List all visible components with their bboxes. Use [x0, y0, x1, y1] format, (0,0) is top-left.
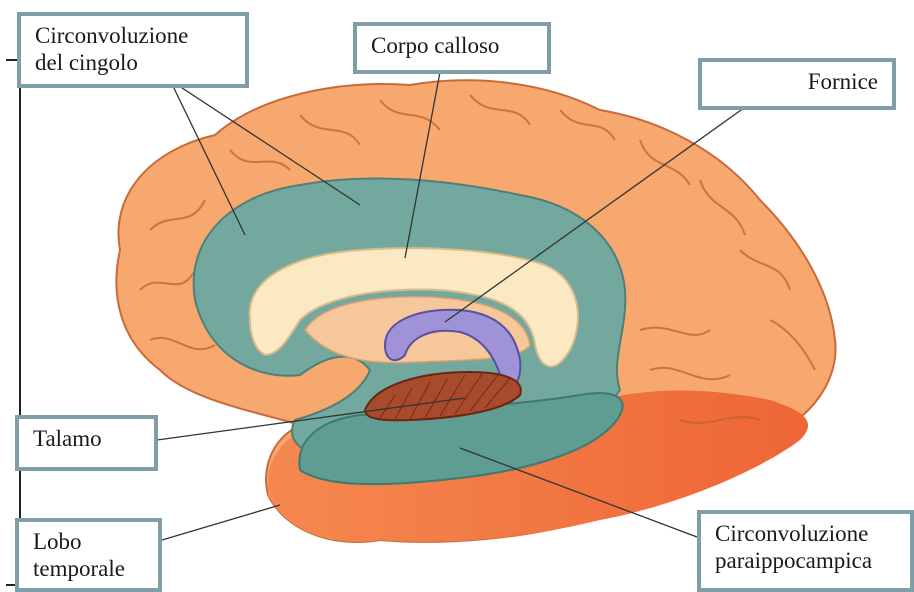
label-corpo-calloso-text: Corpo calloso [371, 32, 533, 59]
label-cingolo-line1: Circonvoluzione [35, 22, 231, 49]
label-paraippocampica-line1: Circonvoluzione [715, 520, 896, 547]
label-circonvoluzione-paraippocampica: Circonvoluzione paraippocampica [697, 510, 914, 592]
label-fornice-text: Fornice [716, 68, 878, 95]
left-frame-line [6, 60, 20, 585]
label-paraippocampica-line2: paraippocampica [715, 547, 896, 574]
label-lobo-line2: temporale [33, 555, 144, 582]
label-cingolo-line2: del cingolo [35, 49, 231, 76]
label-lobo-line1: Lobo [33, 528, 144, 555]
label-circonvoluzione-cingolo: Circonvoluzione del cingolo [17, 12, 249, 88]
leader-lobo-temporale [162, 505, 280, 540]
label-talamo: Talamo [15, 415, 158, 471]
label-lobo-temporale: Lobo temporale [15, 518, 162, 592]
label-talamo-text: Talamo [33, 425, 140, 452]
label-corpo-calloso: Corpo calloso [353, 22, 551, 74]
label-fornice: Fornice [698, 58, 896, 110]
